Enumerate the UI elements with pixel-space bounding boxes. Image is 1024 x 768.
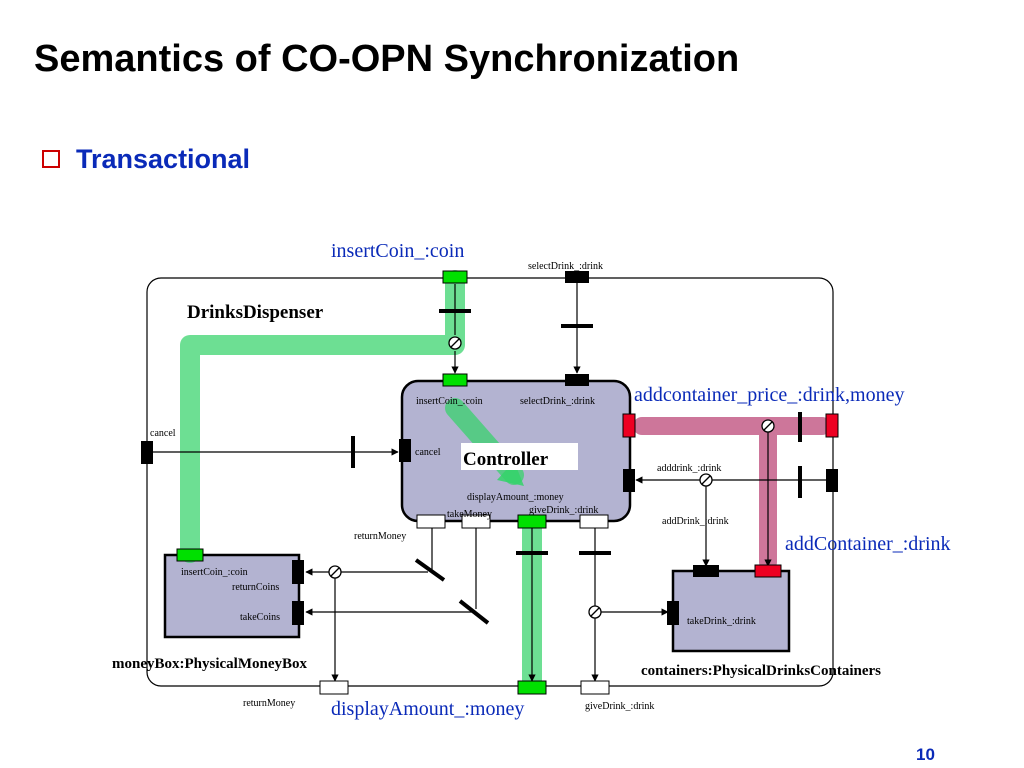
gate-insertcoin-outer [442, 270, 468, 284]
gate-addcontainer-containers [754, 564, 782, 578]
gate-displayamount-ctrl [517, 514, 547, 529]
label-mb-insertcoin: insertCoin_:coin [181, 567, 248, 578]
gate-selectdrink-ctrl [565, 374, 589, 386]
label-insertcoin-big: insertCoin_:coin [331, 240, 464, 262]
label-mb-returncoins: returnCoins [232, 582, 279, 593]
label-ctrl-displayamount: displayAmount_:money [467, 492, 564, 503]
label-returnmoney-bottom: returnMoney [243, 698, 295, 709]
gate-givedrink-outer [580, 680, 610, 695]
label-adddrink-outer: addDrink_:drink [662, 516, 729, 527]
containers-module[interactable] [671, 569, 791, 653]
gate-takecoins-moneybox [292, 601, 304, 625]
page-number: 10 [916, 745, 935, 764]
label-ctrl-takemoney: takeMoney [447, 509, 492, 520]
label-mb-takecoins: takeCoins [240, 612, 280, 623]
gate-containers-black [693, 565, 719, 577]
gate-returnmoney-outer [319, 680, 349, 695]
green-sync-arrowhead [497, 461, 524, 486]
label-ctrl-cancel: cancel [415, 447, 441, 458]
containers-name: containers:PhysicalDrinksContainers [641, 663, 881, 679]
label-takedrink: takeDrink_:drink [687, 616, 756, 627]
gate-cancel-ctrl [399, 439, 411, 462]
label-selectdrink-top: selectDrink_:drink [528, 261, 603, 272]
label-ctrl-selectdrink: selectDrink_:drink [520, 396, 595, 407]
slide-title: Semantics of CO-OPN Synchronization [34, 38, 740, 80]
gate-displayamount-outer [517, 680, 547, 695]
moneybox-name: moneyBox:PhysicalMoneyBox [112, 656, 307, 672]
slide-subtitle: Transactional [76, 144, 251, 174]
gate-returnmoney-ctrl [416, 514, 446, 529]
gates[interactable] [141, 270, 839, 695]
gate-insertcoin-moneybox [176, 548, 204, 562]
label-ctrl-givedrink: giveDrink_:drink [529, 505, 598, 516]
label-displayamount-big: displayAmount_:money [331, 698, 524, 720]
controller-name: Controller [463, 449, 549, 470]
gate-givedrink-ctrl [579, 514, 609, 529]
label-ctrl-returnmoney: returnMoney [354, 531, 406, 542]
label-addcontainer: addContainer_:drink [785, 533, 951, 555]
gate-cancel-outer [141, 441, 153, 464]
transition-bars [351, 309, 802, 625]
controller-name-bg [461, 443, 578, 470]
gate-insertcoin-ctrl [442, 373, 468, 387]
label-cancel-outer: cancel [150, 428, 176, 439]
gate-takemoney-ctrl [461, 514, 491, 529]
square-bullet-icon [42, 150, 60, 168]
gate-selectdrink-outer [565, 271, 589, 283]
sync-circle-icons [328, 336, 775, 619]
label-ctrl-adddrink: adddrink_:drink [657, 463, 721, 474]
gate-takedrink-containers [667, 601, 679, 625]
gate-addcontainer-price-outer [825, 413, 839, 438]
drinks-dispenser-name: DrinksDispenser [187, 302, 324, 323]
label-addcontainer-price: addcontainer_price_:drink,money [634, 384, 904, 406]
gate-addcontainer-price-ctrl [622, 413, 636, 438]
label-ctrl-insertcoin: insertCoin_:coin [416, 396, 483, 407]
gate-returncoins-moneybox [292, 560, 304, 584]
gate-adddrink-outer [826, 469, 838, 492]
label-givedrink-bottom: giveDrink_:drink [585, 701, 654, 712]
moneybox-module[interactable] [163, 553, 301, 639]
gate-adddrink-ctrl [623, 469, 635, 492]
